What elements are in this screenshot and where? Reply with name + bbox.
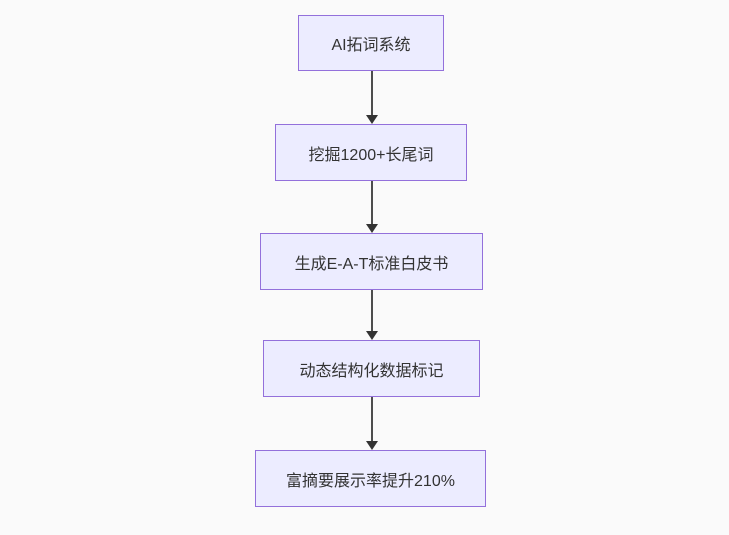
flow-arrow-2 bbox=[364, 181, 379, 233]
arrow-line bbox=[370, 397, 373, 441]
flow-node-label: 动态结构化数据标记 bbox=[299, 362, 444, 380]
flow-node-label: 挖掘1200+长尾词 bbox=[308, 146, 434, 164]
arrow-down-icon bbox=[365, 115, 378, 124]
flow-node-label: 富摘要展示率提升210% bbox=[286, 472, 455, 490]
flow-node-label: AI拓词系统 bbox=[331, 37, 411, 54]
arrow-line bbox=[370, 290, 373, 331]
flow-node-label: 生成E-A-T标准白皮书 bbox=[294, 255, 449, 273]
flow-arrow-4 bbox=[364, 397, 379, 450]
flow-arrow-1 bbox=[364, 71, 379, 124]
arrow-down-icon bbox=[365, 224, 378, 233]
flow-node-ai-system: AI拓词系统 bbox=[298, 15, 444, 71]
flow-node-structured-data: 动态结构化数据标记 bbox=[263, 340, 480, 397]
flow-node-eat-whitepaper: 生成E-A-T标准白皮书 bbox=[260, 233, 483, 290]
arrow-down-icon bbox=[365, 331, 378, 340]
arrow-down-icon bbox=[365, 441, 378, 450]
flow-node-longtail-mining: 挖掘1200+长尾词 bbox=[275, 124, 467, 181]
arrow-line bbox=[370, 181, 373, 224]
flow-arrow-3 bbox=[364, 290, 379, 340]
flow-node-rich-snippet-result: 富摘要展示率提升210% bbox=[255, 450, 486, 507]
arrow-line bbox=[370, 71, 373, 115]
